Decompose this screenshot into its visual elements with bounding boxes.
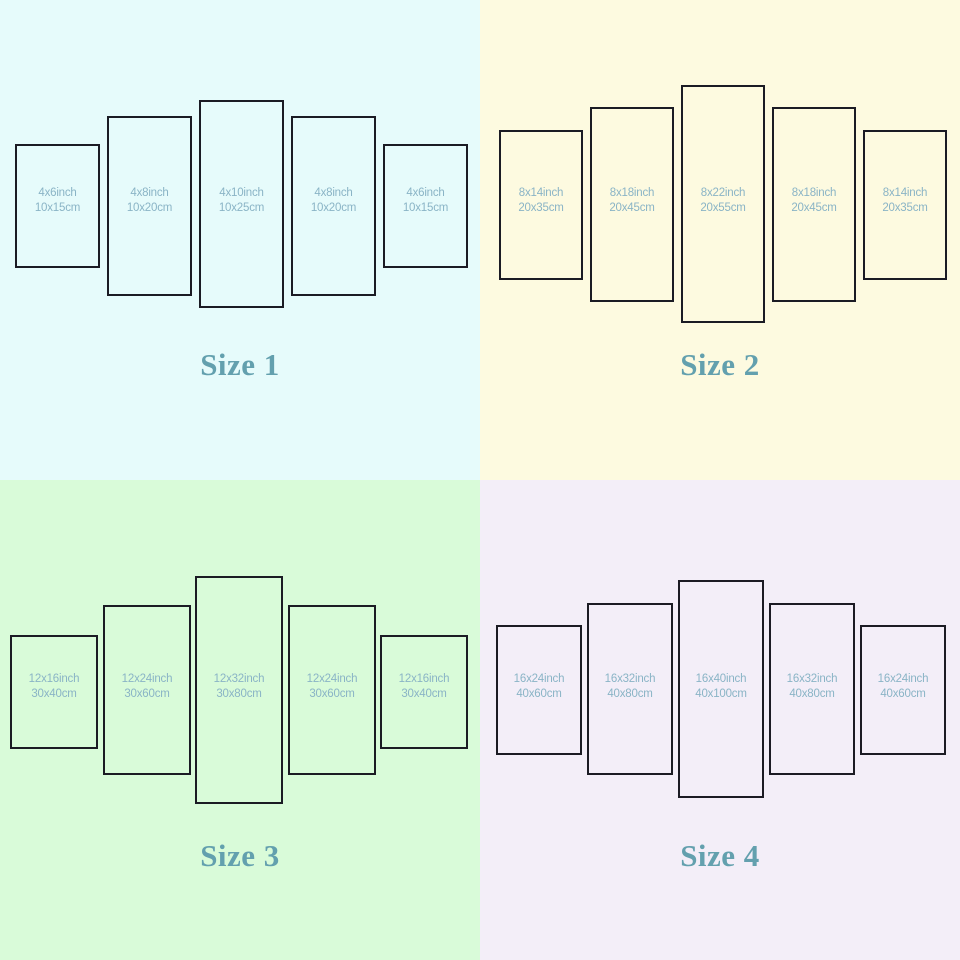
size-3-panel-4[interactable] [288,605,376,775]
size-3-panel-3[interactable] [195,576,283,804]
size-4-panel-4[interactable] [769,603,855,775]
size-1-title: Size 1 [200,347,280,382]
size-3-title: Size 3 [200,838,280,873]
size-1-panel-1[interactable] [15,144,100,268]
size-3-panel-5[interactable] [380,635,468,749]
size-2-title: Size 2 [680,347,760,382]
size-2-panel-5[interactable] [863,130,947,280]
size-4-panel-3[interactable] [678,580,764,798]
size-1-panel-4[interactable] [291,116,376,296]
size-3-panel-2[interactable] [103,605,191,775]
size-4-panel-2[interactable] [587,603,673,775]
size-2-panel-2[interactable] [590,107,674,302]
size-1-panel-3[interactable] [199,100,284,308]
size-1-panel-2[interactable] [107,116,192,296]
size-4-panel-5[interactable] [860,625,946,755]
size-3-panel-1[interactable] [10,635,98,749]
size-2-panel-3[interactable] [681,85,765,323]
size-4-panel-1[interactable] [496,625,582,755]
size-4-title: Size 4 [680,838,760,873]
size-2-panel-1[interactable] [499,130,583,280]
size-2-panel-4[interactable] [772,107,856,302]
size-1-panel-5[interactable] [383,144,468,268]
